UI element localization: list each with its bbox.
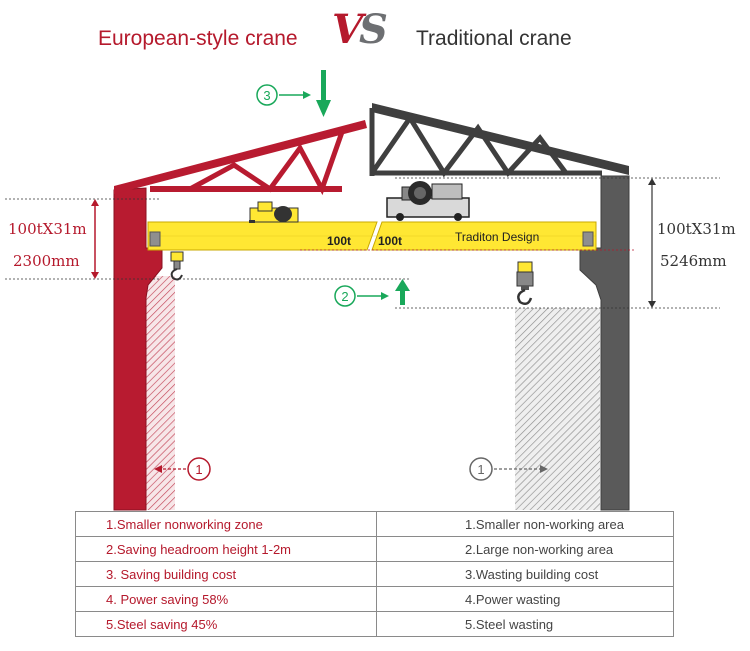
european-advantage-cell: 3. Saving building cost [75,561,377,587]
marker-1-right-label: 1 [477,462,484,477]
right-crane-spec: 100tX31m [657,220,736,238]
traditional-drawback-cell: 3.Wasting building cost [376,561,674,587]
left-load-label: 100t [327,234,351,248]
right-load-label: 100t [378,234,402,248]
marker-2 [334,285,389,307]
left-arrow-icon [154,457,211,481]
european-column [113,187,163,511]
european-nonworking-zone [146,276,175,510]
european-roof-truss [114,120,367,196]
traditional-design-label: Traditon Design [455,230,539,244]
vs-logo: VS [332,6,388,53]
traditional-hook-icon [516,261,534,306]
european-advantage-cell: 1.Smaller nonworking zone [75,511,377,537]
right-arrow-icon [469,457,548,481]
traditional-drawback-cell: 2.Large non-working area [376,536,674,562]
table-row: 5.Steel saving 45%5.Steel wasting [75,611,674,637]
left-crane-spec: 100tX31m [8,220,87,238]
traditional-nonworking-zone [515,308,600,510]
right-dimension-lines [395,177,720,309]
traditional-roof-truss [369,103,629,178]
up-arrow-icon [395,279,410,305]
right-headroom-height: 5246mm [660,252,727,270]
down-arrow-icon [316,70,331,117]
table-row: 4. Power saving 58%4.Power wasting [75,586,674,612]
traditional-drawback-cell: 5.Steel wasting [376,611,674,637]
vs-letter-s: S [359,6,388,53]
european-advantage-cell: 5.Steel saving 45% [75,611,377,637]
european-hook-icon [170,251,184,281]
vs-letter-v: V [332,6,363,53]
traditional-drawback-cell: 4.Power wasting [376,586,674,612]
left-dimension-lines [5,198,636,280]
european-advantage-cell: 2.Saving headroom height 1-2m [75,536,377,562]
marker-3 [256,84,311,106]
traditional-trolley [386,181,470,221]
traditional-drawback-cell: 1.Smaller non-working area [376,511,674,537]
marker-1-left-label: 1 [195,462,202,477]
left-headroom-height: 2300mm [13,252,80,270]
european-crane-title: European-style crane [98,27,298,50]
crane-girder [147,221,597,251]
traditional-crane-title: Traditional crane [416,27,572,50]
marker-3-label: 3 [263,88,270,103]
european-advantage-cell: 4. Power saving 58% [75,586,377,612]
marker-2-label: 2 [341,289,348,304]
european-trolley [249,201,299,223]
